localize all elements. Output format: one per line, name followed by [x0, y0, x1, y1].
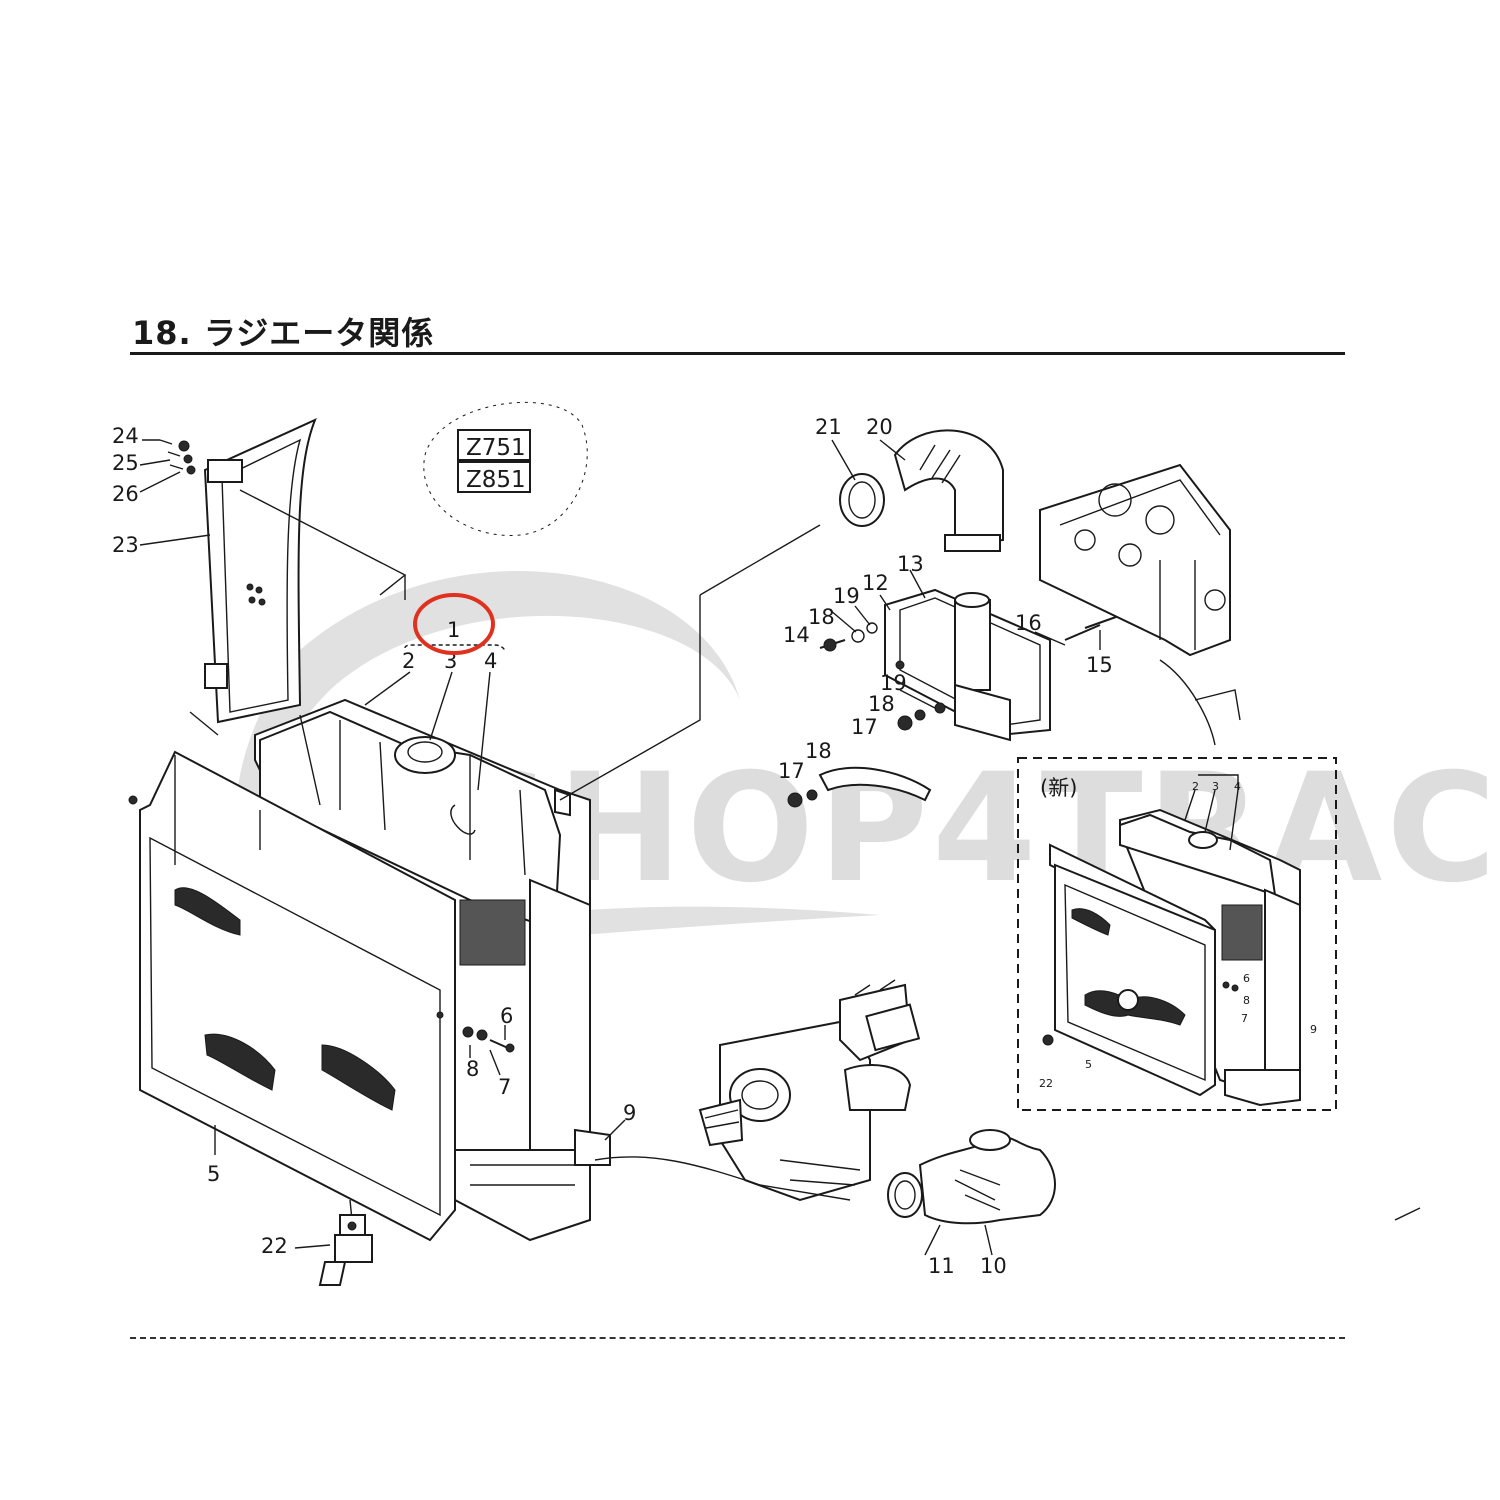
part-label-18a: 18	[808, 605, 835, 629]
part-label-10: 10	[980, 1254, 1007, 1278]
part-label-21: 21	[815, 415, 842, 439]
page-title: 18. ラジエータ関係	[132, 314, 435, 352]
water-pump-housing	[698, 979, 921, 1202]
part-label-7: 7	[498, 1075, 511, 1099]
inset-label-4: 4	[1234, 780, 1241, 793]
part-label-9: 9	[623, 1101, 636, 1125]
part-label-22: 22	[261, 1234, 288, 1258]
upper-hose	[839, 429, 1004, 552]
highlight-circle	[413, 593, 495, 655]
front-grille	[128, 750, 456, 1242]
part-label-19a: 19	[833, 584, 860, 608]
watermark-text: SHOP4TRAC	[445, 742, 1500, 916]
inset-label-3: 3	[1212, 780, 1219, 793]
inset-label-6: 6	[1243, 972, 1250, 985]
model-code-z751: Z751	[466, 435, 526, 461]
bottom-rule	[130, 1337, 1345, 1339]
part-label-5: 5	[207, 1162, 220, 1186]
part-label-18c: 18	[805, 739, 832, 763]
engine-head	[1039, 463, 1241, 746]
inset-label-7: 7	[1241, 1012, 1248, 1025]
part-label-2: 2	[402, 649, 415, 673]
part-label-25: 25	[112, 451, 139, 475]
part-label-16: 16	[1015, 611, 1042, 635]
thermostat-housing	[819, 588, 1131, 742]
side-shroud-panel	[159, 418, 407, 736]
lower-hose	[887, 1129, 1056, 1225]
part-label-12: 12	[862, 571, 889, 595]
part-label-4: 4	[484, 649, 497, 673]
part-numbers: 1 2 3 4 5 6 7 8 9 10 11 12 13 14 15 16 1…	[112, 415, 1113, 1278]
part-label-23: 23	[112, 533, 139, 557]
title-rule	[130, 352, 1345, 355]
model-code-badge: Z751 Z851	[423, 401, 588, 536]
inset-label-22: 22	[1039, 1077, 1053, 1090]
drain-cock	[318, 1214, 373, 1286]
new-type-inset: (新) 2 3 4 5 6 7 8 9 22	[1017, 757, 1337, 1111]
fan-bracket	[787, 766, 932, 808]
connector-lines	[259, 524, 851, 1201]
part-label-17b: 17	[778, 759, 805, 783]
inset-label-5: 5	[1085, 1058, 1092, 1071]
part-label-20: 20	[866, 415, 893, 439]
part-label-3: 3	[444, 649, 457, 673]
inset-label-8: 8	[1243, 994, 1250, 1007]
part-label-24: 24	[112, 424, 139, 448]
watermark: SHOP4TRAC	[235, 570, 1500, 1040]
bolt-hardware	[462, 1026, 515, 1053]
part-label-13: 13	[897, 552, 924, 576]
part-label-18b: 18	[868, 692, 895, 716]
part-label-8: 8	[466, 1057, 479, 1081]
part-label-26: 26	[112, 482, 139, 506]
part-label-1: 1	[447, 618, 460, 642]
part-label-11: 11	[928, 1254, 955, 1278]
part-label-19b: 19	[880, 671, 907, 695]
inset-label-2: 2	[1192, 780, 1199, 793]
model-code-z851: Z851	[466, 467, 526, 493]
label-leaders	[139, 439, 1101, 1256]
part-label-14: 14	[783, 623, 810, 647]
part-label-15: 15	[1086, 653, 1113, 677]
part-label-17a: 17	[851, 715, 878, 739]
inset-label-9: 9	[1310, 1023, 1317, 1036]
new-type-label: (新)	[1040, 776, 1077, 800]
part-label-6: 6	[500, 1004, 513, 1028]
stray-mark	[1394, 1207, 1421, 1221]
